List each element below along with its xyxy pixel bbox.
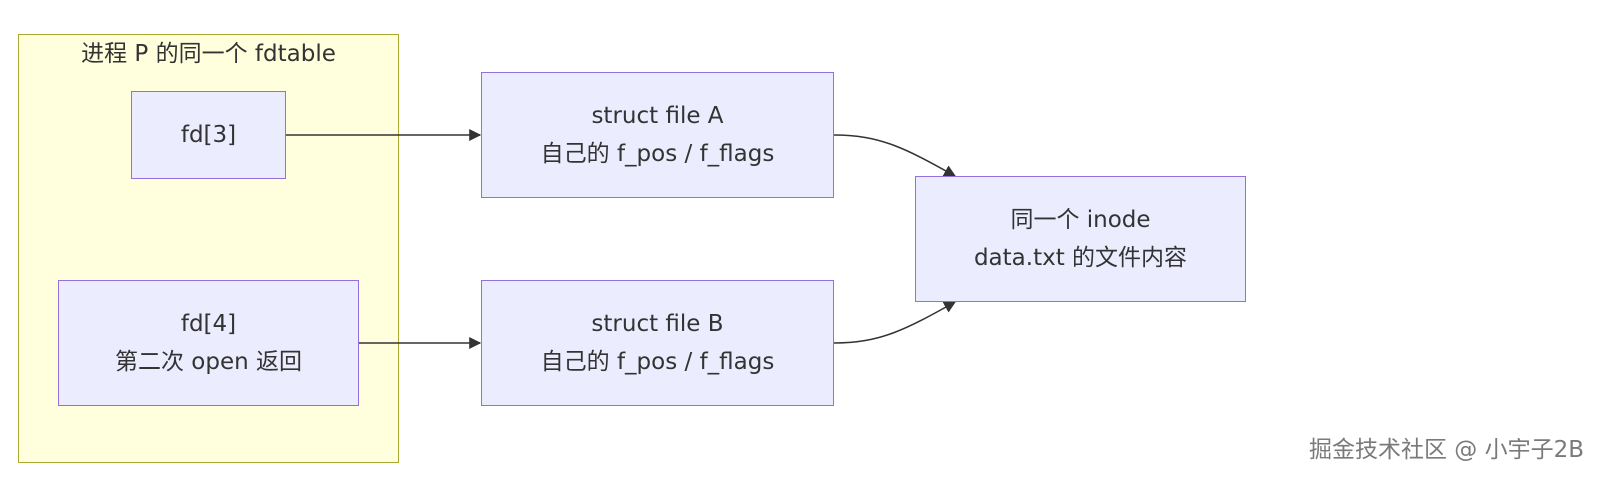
node-file-a-sublabel: 自己的 f_pos / f_flags xyxy=(540,141,775,167)
edge-file-a-to-inode xyxy=(833,134,957,177)
edge-file-b-to-inode xyxy=(833,301,957,344)
node-struct-file-a: struct file A 自己的 f_pos / f_flags xyxy=(481,72,834,198)
node-fd4-sublabel: 第二次 open 返回 xyxy=(114,349,303,375)
node-file-b-sublabel: 自己的 f_pos / f_flags xyxy=(540,349,775,375)
node-struct-file-b: struct file B 自己的 f_pos / f_flags xyxy=(481,280,834,406)
watermark: 掘金技术社区 @ 小宇子2B xyxy=(1308,437,1584,463)
node-fd3-label: fd[3] xyxy=(180,122,237,148)
node-fd3: fd[3] xyxy=(131,91,286,179)
node-inode: 同一个 inode data.txt 的文件内容 xyxy=(915,176,1246,302)
node-file-b-label: struct file B xyxy=(591,311,724,337)
cluster-title: 进程 P 的同一个 fdtable xyxy=(81,41,336,67)
node-fd4: fd[4] 第二次 open 返回 xyxy=(58,280,359,406)
node-inode-label: 同一个 inode xyxy=(1010,207,1151,233)
node-fd4-label: fd[4] xyxy=(180,311,237,337)
node-inode-sublabel: data.txt 的文件内容 xyxy=(973,245,1188,271)
node-file-a-label: struct file A xyxy=(591,103,724,129)
